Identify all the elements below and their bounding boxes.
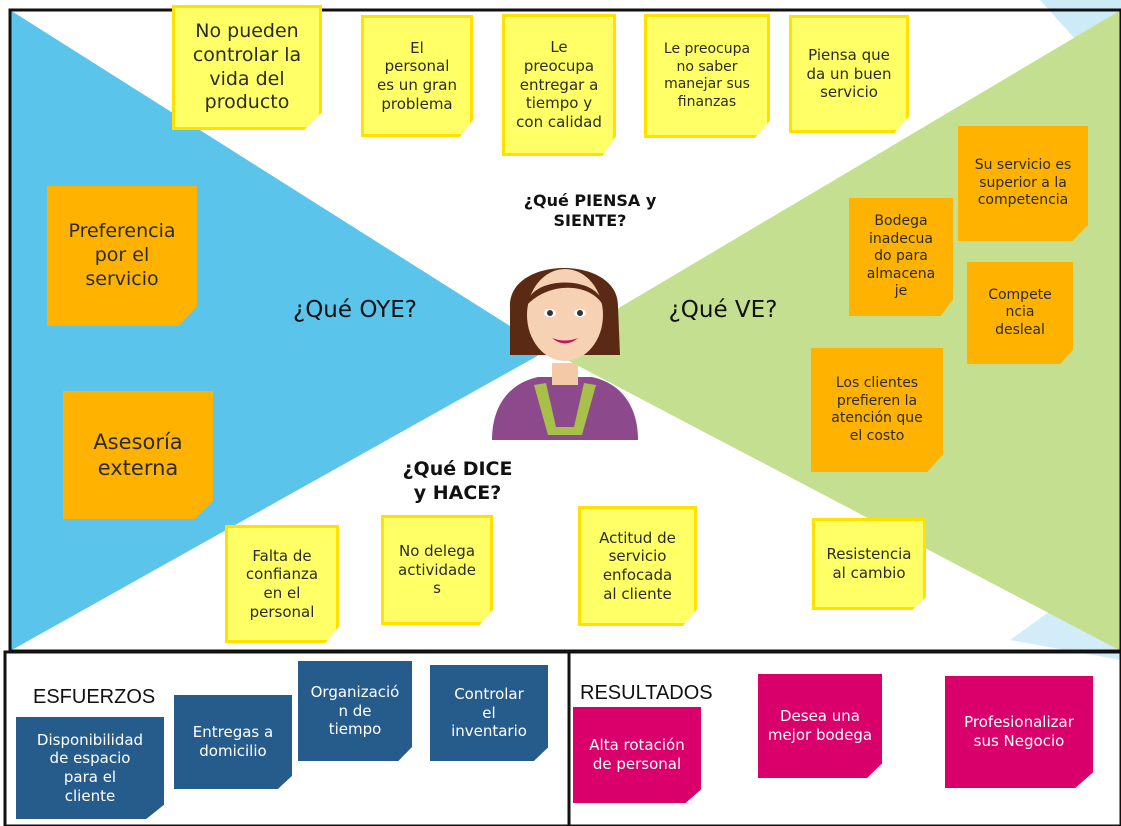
oye-note: Preferencia por el servicio bbox=[47, 186, 197, 326]
resultado-note: Desea una mejor bodega bbox=[758, 674, 882, 778]
ve-note: Bodega inadecua do para almacena je bbox=[849, 198, 953, 316]
dice-note: Actitud de servicio enfocada al cliente bbox=[578, 506, 697, 626]
esfuerzo-note: Entregas a domicilio bbox=[174, 695, 292, 789]
dice-note: Resistencia al cambio bbox=[812, 518, 926, 610]
esfuerzos-title: ESFUERZOS bbox=[33, 686, 156, 708]
piensa-siente-label: ¿Qué PIENSA y SIENTE? bbox=[523, 191, 657, 230]
esfuerzo-note: Organizació n de tiempo bbox=[298, 661, 412, 761]
dice-note: No delega actividade s bbox=[381, 515, 493, 625]
oye-note: Asesoría externa bbox=[63, 391, 213, 519]
piensa-note: Piensa que da un buen servicio bbox=[789, 15, 909, 133]
ve-note: Compete ncia desleal bbox=[967, 262, 1073, 364]
ve-label: ¿Qué VE? bbox=[668, 297, 778, 323]
dice-note: Falta de confianza en el personal bbox=[225, 525, 339, 643]
resultado-note: Profesionalizar sus Negocio bbox=[945, 676, 1093, 788]
resultados-title: RESULTADOS bbox=[580, 682, 713, 704]
dice-hace-label: ¿Qué DICE y HACE? bbox=[402, 458, 513, 504]
piensa-note: Le preocupa entregar a tiempo y con cali… bbox=[502, 14, 616, 156]
piensa-note: El personal es un gran problema bbox=[361, 15, 473, 137]
ve-note: Su servicio es superior a la competencia bbox=[958, 126, 1088, 241]
esfuerzo-note: Controlar el inventario bbox=[430, 665, 548, 761]
esfuerzo-note: Disponibilidad de espacio para el client… bbox=[16, 717, 164, 819]
woman-avatar-icon bbox=[492, 268, 638, 440]
piensa-note: Le preocupa no saber manejar sus finanza… bbox=[644, 14, 770, 138]
oye-label: ¿Qué OYE? bbox=[293, 297, 417, 323]
resultado-note: Alta rotación de personal bbox=[573, 707, 701, 803]
ve-note: Los clientes prefieren la atención que e… bbox=[811, 348, 943, 472]
piensa-note: No pueden controlar la vida del producto bbox=[172, 5, 322, 130]
